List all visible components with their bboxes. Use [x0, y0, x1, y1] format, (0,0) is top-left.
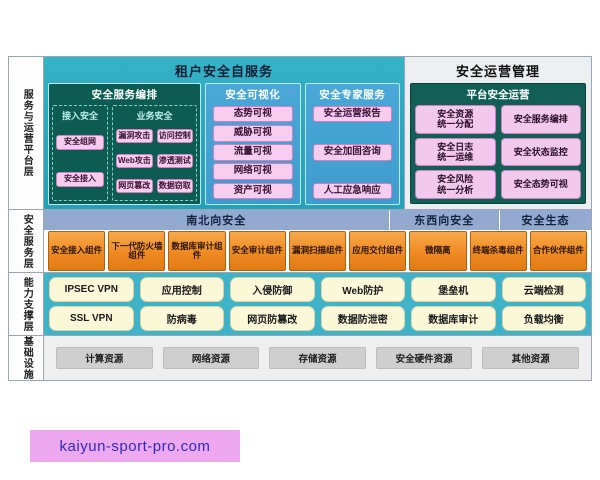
layer-platform: 服务与运营平台层 租户安全自服务 安全服务编排 接入安全 安全组网	[8, 56, 592, 210]
zone-north-south: 南北向安全	[44, 210, 390, 230]
security-component[interactable]: 应用交付组件	[349, 231, 407, 271]
security-component[interactable]: 漏洞扫描组件	[288, 231, 347, 271]
platform-operations-box: 平台安全运营 安全资源统一分配 安全服务编排 安全日志统一运维 安全状态监控 安…	[410, 83, 586, 204]
security-expert-title: 安全专家服务	[319, 89, 386, 101]
operations-item[interactable]: 安全风险统一分析	[415, 170, 496, 199]
security-component[interactable]: 安全接入组件	[48, 231, 106, 271]
security-component[interactable]: 合作伙伴组件	[529, 231, 587, 271]
capability-item[interactable]: 入侵防御	[230, 277, 315, 302]
security-visualization-title: 安全可视化	[225, 89, 281, 101]
business-security-item[interactable]: 漏洞攻击	[116, 128, 153, 144]
operations-item[interactable]: 安全状态监控	[500, 137, 581, 167]
security-component[interactable]: 微隔离	[409, 231, 467, 271]
security-operations-panel: 安全运营管理 平台安全运营 安全资源统一分配 安全服务编排 安全日志统一运维 安…	[404, 57, 591, 209]
layer-platform-label: 服务与运营平台层	[9, 57, 44, 209]
layer-capability-label: 能力支撑层	[9, 273, 44, 335]
platform-operations-title: 平台安全运营	[466, 89, 530, 101]
operations-item[interactable]: 安全态势可视	[500, 170, 581, 199]
access-security-title: 接入安全	[61, 111, 98, 121]
business-security-item[interactable]: 网页篡改	[116, 178, 153, 194]
infrastructure-item[interactable]: 计算资源	[56, 347, 153, 369]
security-operations-title: 安全运营管理	[455, 64, 540, 79]
business-security-group: 业务安全 漏洞攻击 访问控制 Web攻击 渗透测试 网页篡改 数据窃取	[112, 105, 197, 201]
security-component-row: 安全接入组件 下一代防火墙组件 数据库审计组件 安全审计组件 漏洞扫描组件 应用…	[44, 230, 591, 272]
capability-item[interactable]: 网页防篡改	[230, 306, 315, 331]
capability-item[interactable]: IPSEC VPN	[49, 277, 134, 302]
security-visualization-panel: 安全可视化 态势可视 威胁可视 流量可视 网络可视 资产可视	[205, 83, 301, 205]
zone-east-west: 东西向安全	[389, 210, 500, 230]
infrastructure-item[interactable]: 其他资源	[482, 347, 579, 369]
capability-item[interactable]: 应用控制	[139, 277, 224, 302]
business-security-title: 业务安全	[136, 111, 173, 121]
security-component[interactable]: 终端杀毒组件	[469, 231, 527, 271]
tenant-self-service-title: 租户安全自服务	[174, 64, 273, 79]
architecture-diagram: 服务与运营平台层 租户安全自服务 安全服务编排 接入安全 安全组网	[8, 56, 592, 381]
security-orchestration-title: 安全服务编排	[91, 89, 158, 101]
access-security-item[interactable]: 安全接入	[56, 172, 104, 188]
layer-capability: 能力支撑层 IPSEC VPN 应用控制 入侵防御 Web防护 堡垒机 云端检测…	[8, 273, 592, 336]
operations-item[interactable]: 安全资源统一分配	[415, 105, 496, 134]
visualization-item[interactable]: 网络可视	[213, 163, 293, 180]
expert-service-item[interactable]: 安全加固咨询	[312, 144, 392, 161]
security-expert-panel: 安全专家服务 安全运营报告 安全加固咨询 人工应急响应	[304, 83, 400, 205]
visualization-item[interactable]: 态势可视	[213, 106, 293, 123]
capability-row-bottom: SSL VPN 防病毒 网页防篡改 数据防泄密 数据库审计 负载均衡	[49, 306, 586, 331]
access-security-item[interactable]: 安全组网	[56, 134, 104, 150]
visualization-item[interactable]: 流量可视	[213, 144, 293, 161]
capability-item[interactable]: 防病毒	[139, 306, 224, 331]
zone-ecosystem: 安全生态	[500, 210, 591, 230]
capability-item[interactable]: Web防护	[320, 277, 405, 302]
expert-service-item[interactable]: 安全运营报告	[312, 106, 392, 123]
layer-infrastructure-label-text: 基础设施	[21, 336, 33, 380]
security-component[interactable]: 安全审计组件	[228, 231, 286, 271]
business-security-item[interactable]: 渗透测试	[156, 153, 193, 169]
capability-item[interactable]: 云端检测	[501, 277, 586, 302]
watermark: kaiyun-sport-pro.com	[30, 430, 240, 462]
layer-platform-label-text: 服务与运营平台层	[21, 89, 33, 177]
infrastructure-item[interactable]: 安全硬件资源	[375, 347, 473, 369]
capability-item[interactable]: 数据防泄密	[320, 306, 405, 331]
security-orchestration-panel: 安全服务编排 接入安全 安全组网 安全接入 业务安全	[48, 83, 201, 205]
infrastructure-item[interactable]: 存储资源	[269, 347, 366, 369]
operations-item[interactable]: 安全日志统一运维	[415, 137, 496, 167]
security-zone-bar: 南北向安全 东西向安全 安全生态	[44, 210, 591, 230]
visualization-item[interactable]: 威胁可视	[213, 125, 293, 142]
layer-capability-label-text: 能力支撑层	[21, 276, 33, 332]
layer-security-service-label: 安全服务层	[9, 210, 44, 272]
security-component[interactable]: 下一代防火墙组件	[108, 231, 166, 271]
business-security-item[interactable]: 数据窃取	[156, 178, 193, 194]
infrastructure-row: 计算资源 网络资源 存储资源 安全硬件资源 其他资源	[44, 336, 591, 380]
watermark-text: kaiyun-sport-pro.com	[59, 437, 211, 455]
tenant-self-service-panel: 租户安全自服务 安全服务编排 接入安全 安全组网 安全接入	[44, 57, 404, 209]
layer-infrastructure-label: 基础设施	[9, 336, 44, 380]
capability-item[interactable]: 数据库审计	[411, 306, 496, 331]
infrastructure-item[interactable]: 网络资源	[162, 347, 260, 369]
capability-item[interactable]: 堡垒机	[411, 277, 496, 302]
layer-infrastructure: 基础设施 计算资源 网络资源 存储资源 安全硬件资源 其他资源	[8, 336, 592, 381]
capability-row-top: IPSEC VPN 应用控制 入侵防御 Web防护 堡垒机 云端检测	[49, 277, 586, 302]
capability-item[interactable]: 负载均衡	[501, 306, 586, 331]
access-security-group: 接入安全 安全组网 安全接入	[52, 105, 108, 201]
expert-service-item[interactable]: 人工应急响应	[312, 182, 392, 199]
layer-security-service-label-text: 安全服务层	[21, 213, 33, 269]
security-component[interactable]: 数据库审计组件	[168, 231, 226, 271]
operations-item[interactable]: 安全服务编排	[500, 105, 581, 134]
business-security-item[interactable]: Web攻击	[116, 153, 153, 169]
capability-item[interactable]: SSL VPN	[49, 306, 134, 331]
business-security-item[interactable]: 访问控制	[156, 128, 193, 144]
layer-security-service: 安全服务层 南北向安全 东西向安全 安全生态 安全接入组件 下一代防火墙组件 数…	[8, 210, 592, 273]
visualization-item[interactable]: 资产可视	[213, 182, 293, 199]
